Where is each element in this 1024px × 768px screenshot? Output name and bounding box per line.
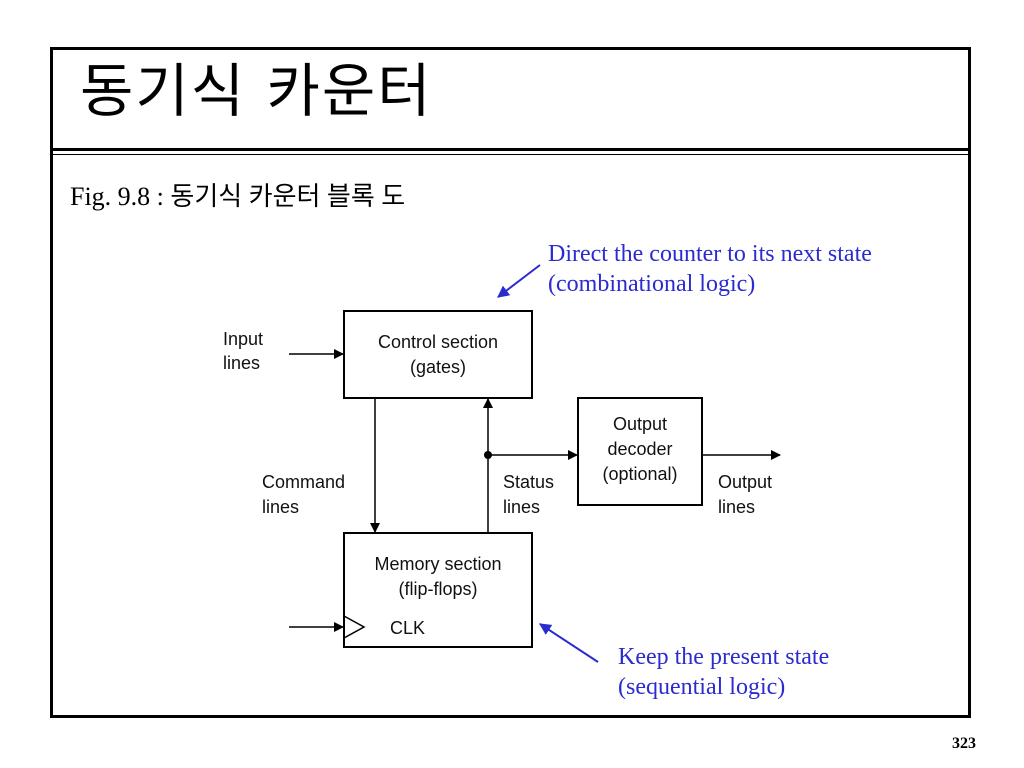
- output-lines-label-1: Output: [718, 472, 772, 492]
- status-lines-label-2: lines: [503, 497, 540, 517]
- memory-section-line-2: (flip-flops): [398, 579, 477, 599]
- input-lines-label-2: lines: [223, 353, 260, 373]
- annotation-arrow-bottom: [538, 623, 599, 663]
- output-decoder-line-2: decoder: [607, 439, 672, 459]
- clk-label: CLK: [390, 618, 425, 638]
- input-lines-label-1: Input: [223, 329, 263, 349]
- command-lines-label-2: lines: [262, 497, 299, 517]
- annotation-combinational: Direct the counter to its next state (co…: [548, 241, 872, 297]
- annotation-arrow-top: [497, 264, 541, 298]
- page-number: 323: [952, 735, 976, 752]
- output-decoder-line-3: (optional): [602, 464, 677, 484]
- output-decoder-box: [577, 397, 703, 506]
- control-section-line-2: (gates): [410, 357, 466, 377]
- clock-triangle: [343, 615, 366, 639]
- output-decoder-line-1: Output: [613, 414, 667, 434]
- control-section-box: [343, 310, 533, 399]
- slide-title: 동기식 카운터: [80, 57, 433, 125]
- figure-caption: Fig. 9.8 : 동기식 카운터 블록 도: [70, 182, 406, 211]
- status-lines-label-1: Status: [503, 472, 554, 492]
- command-lines-label-1: Command: [262, 472, 345, 492]
- memory-section-box: [343, 532, 533, 648]
- slide-frame: [50, 47, 971, 718]
- title-divider: [50, 148, 971, 151]
- control-section-line-1: Control section: [378, 332, 498, 352]
- memory-section-line-1: Memory section: [374, 554, 501, 574]
- annotation-sequential: Keep the present state (sequential logic…: [618, 644, 830, 700]
- title-divider-thin: [50, 154, 971, 155]
- output-lines-label-2: lines: [718, 497, 755, 517]
